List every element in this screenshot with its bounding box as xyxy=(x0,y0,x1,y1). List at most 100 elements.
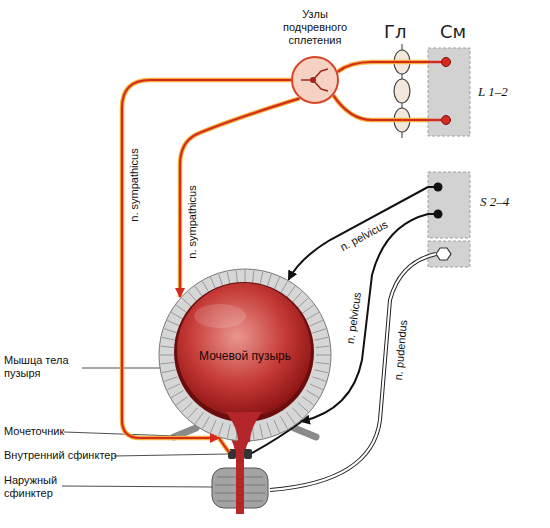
highlight xyxy=(194,304,246,328)
muscle-fiber xyxy=(160,355,174,356)
node-text: L 1–2 xyxy=(478,84,508,99)
node-text: Мочевой пузырь xyxy=(158,350,332,363)
ureter xyxy=(294,428,316,437)
nerve-line xyxy=(180,98,300,297)
sympathetic-nerve xyxy=(180,98,300,297)
muscle-fiber xyxy=(176,305,187,313)
muscle-fiber xyxy=(314,337,328,340)
leader-line xyxy=(82,368,161,369)
part-label: Мочеточник xyxy=(4,425,64,438)
muscle-fiber xyxy=(195,286,203,297)
muscle-fiber xyxy=(260,272,263,286)
muscle-fiber xyxy=(167,384,180,390)
muscle-fiber xyxy=(287,412,295,423)
muscle-fiber xyxy=(188,292,197,302)
muscle-fiber xyxy=(314,370,328,373)
part-label: Наружный сфинктер xyxy=(4,474,64,500)
nerve-sheath xyxy=(122,80,291,438)
muscle-fiber xyxy=(316,362,330,364)
ganglion-outline xyxy=(292,57,338,103)
nerve-line xyxy=(301,214,428,422)
muscle-fiber xyxy=(227,424,230,438)
spinal-segment: L 1–2 xyxy=(428,48,470,136)
sympathetic-ending xyxy=(219,438,229,452)
muscle-fiber xyxy=(162,337,176,340)
nerve-line xyxy=(289,187,429,280)
trunk-ganglion xyxy=(394,79,410,103)
muscle-fiber xyxy=(316,346,330,348)
spinal-segment-outline xyxy=(428,172,470,238)
neuron-body xyxy=(442,116,451,125)
neuron-symbol xyxy=(301,69,328,91)
muscle-fiber xyxy=(203,281,210,293)
pelvic-nerve xyxy=(289,187,429,280)
neuron-body xyxy=(434,210,443,219)
trunk-ganglion xyxy=(394,50,410,74)
bladder-neck xyxy=(226,412,262,442)
nerve-line xyxy=(122,80,291,438)
muscle-fiber xyxy=(171,313,183,320)
pelvic-nerve xyxy=(301,214,428,422)
muscle-fiber xyxy=(310,384,323,390)
ureter xyxy=(174,428,196,437)
muscle-fiber xyxy=(307,313,319,320)
nerve-sheath xyxy=(180,98,300,297)
leader-line xyxy=(114,454,228,456)
internal-sphincter xyxy=(244,449,252,459)
neuron-body xyxy=(434,183,443,192)
trunk-ganglion xyxy=(394,108,410,132)
muscle-fiber xyxy=(252,271,254,285)
muscle-fiber xyxy=(176,397,187,405)
muscle-fiber xyxy=(293,408,302,418)
nerve-line xyxy=(338,62,428,72)
muscle-fiber xyxy=(188,408,197,418)
muscle-fiber xyxy=(162,370,176,373)
leader-line xyxy=(62,486,212,487)
muscle-fiber xyxy=(171,391,183,398)
muscle-fiber xyxy=(203,417,210,429)
urethra xyxy=(236,466,244,514)
part-label: Мышца тела пузыря xyxy=(4,354,82,380)
muscle-fiber xyxy=(161,362,175,364)
nerve-sheath xyxy=(338,62,428,72)
muscle-fiber xyxy=(274,277,280,290)
bladder: Мочевой пузырь xyxy=(158,268,332,442)
muscle-fiber xyxy=(260,424,263,438)
spinal-segment: S 2–4 xyxy=(428,172,470,238)
part-label: Внутренний сфинктер xyxy=(4,449,117,462)
muscle-fiber xyxy=(293,292,302,302)
muscle-fiber xyxy=(302,397,313,405)
muscle-fiber xyxy=(195,412,203,423)
spinal-segment-outline xyxy=(428,48,470,136)
segment-outline xyxy=(428,172,470,238)
muscle-fiber xyxy=(281,281,288,293)
sympathetic-nerve xyxy=(338,62,428,72)
neuron-body xyxy=(310,77,316,83)
muscle-fiber xyxy=(281,417,288,429)
part-label: См xyxy=(440,22,466,42)
muscle-fiber xyxy=(274,420,280,433)
muscle-fiber xyxy=(313,329,326,333)
nerve-label: n. sympathicus xyxy=(128,148,141,221)
nerve-sheath xyxy=(333,95,428,120)
ganglion-node: Узлы подчревного сплетения xyxy=(291,56,339,104)
nerve-line xyxy=(333,95,428,120)
muscle-fiber xyxy=(219,423,223,436)
nerve-label: n. sympathicus xyxy=(186,185,199,258)
muscle-fiber xyxy=(298,403,308,412)
muscle-fiber xyxy=(245,270,246,284)
muscle-fiber xyxy=(161,346,175,348)
muscle-fiber xyxy=(182,403,192,412)
bladder-wall xyxy=(159,269,331,441)
nerve-label: n. pelvicus xyxy=(344,291,364,344)
sympathetic-ending xyxy=(219,438,229,452)
muscle-fiber xyxy=(167,320,180,326)
node-text: S 2–4 xyxy=(480,194,509,209)
muscle-fiber xyxy=(316,355,330,356)
muscle-fiber xyxy=(287,286,295,297)
nerve-label: n. pelvicus xyxy=(338,218,390,254)
